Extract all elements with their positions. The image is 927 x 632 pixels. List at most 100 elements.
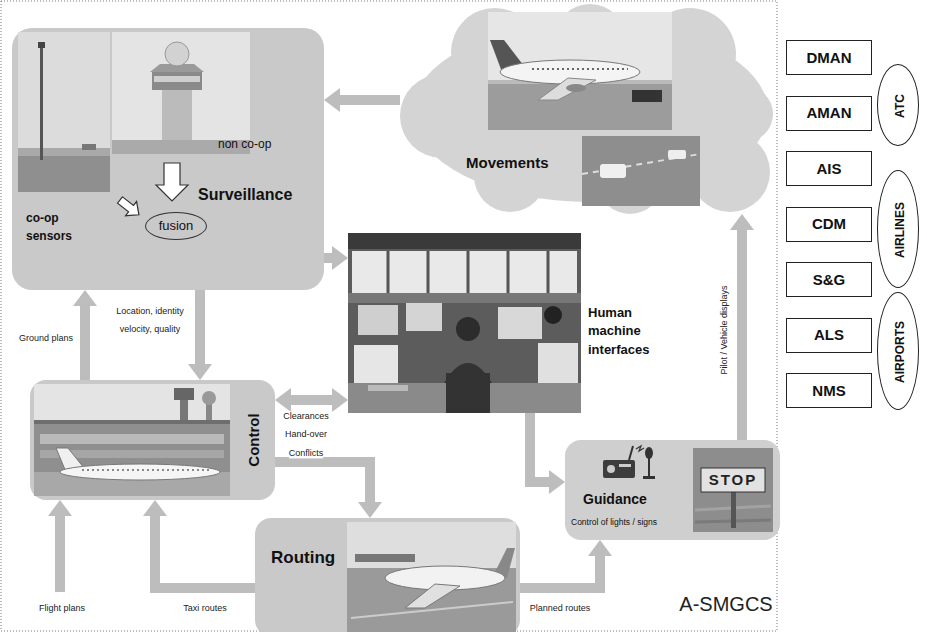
arrow-shaft xyxy=(737,230,747,440)
node-text: ATC xyxy=(893,94,907,118)
movements-cloud-art-part xyxy=(488,82,672,130)
node-text-holder: Control xyxy=(245,413,263,466)
surveillance-art-part xyxy=(38,42,45,48)
guidance-art-part xyxy=(607,465,615,473)
control-box: Control xyxy=(30,380,275,500)
flow-arrow xyxy=(324,88,400,112)
input-arrow xyxy=(55,516,65,592)
arrow-head xyxy=(730,214,754,230)
control-art xyxy=(30,380,275,500)
arrow-head xyxy=(143,500,167,516)
surveillance-art-part xyxy=(18,156,110,192)
routing-art-part xyxy=(405,584,460,608)
movements-cloud-art xyxy=(400,4,775,214)
arrow-shaft xyxy=(291,395,332,405)
node-text-holder: DMAN xyxy=(787,41,871,74)
surveillance-art-part xyxy=(114,193,144,222)
control-room-art-part xyxy=(406,303,442,331)
arrow-head xyxy=(332,246,348,270)
control-room-art-part xyxy=(507,251,510,293)
control-room-art xyxy=(348,233,658,413)
movements-cloud-art-part xyxy=(582,136,700,206)
surveillance-art-part xyxy=(152,72,202,90)
node-text-holder: CDM xyxy=(787,208,871,241)
edge-label-holder: Pilot / Vehicle displays xyxy=(713,285,731,374)
node-text: Guidance xyxy=(583,491,647,507)
control-room-art-part xyxy=(498,307,542,339)
input-label-holder: Flight plans xyxy=(39,597,85,615)
control-art-part xyxy=(202,391,216,405)
arrow-head xyxy=(588,540,612,556)
node-text: fusion xyxy=(159,219,194,234)
system-box: AMAN xyxy=(786,96,872,131)
surveillance-art-part xyxy=(82,144,96,150)
edge-label-holder: Planned routes xyxy=(530,597,591,615)
flow-arrow xyxy=(730,214,754,440)
node-text-holder: co-op sensors xyxy=(26,208,88,245)
system-box: DMAN xyxy=(786,40,872,75)
control-art-part xyxy=(174,388,194,400)
movements-cloud-art-part xyxy=(600,164,626,178)
arrow-head xyxy=(188,364,212,380)
control-room-art-part xyxy=(352,251,577,293)
group-ellipse: ATC xyxy=(877,64,919,146)
node-text: non co-op xyxy=(218,137,271,151)
node-text-holder: Control of lights / signs xyxy=(571,511,657,529)
guidance-art-part xyxy=(629,446,633,460)
control-room-art-part xyxy=(456,317,480,341)
system-box: ALS xyxy=(786,318,872,353)
sign-text: STOP xyxy=(709,471,758,488)
node-text-holder: non co-op xyxy=(218,134,271,152)
control-room-art-part xyxy=(348,233,581,413)
control-room-art-part xyxy=(467,251,470,293)
arrow-shaft xyxy=(275,462,370,502)
control-room-art-part xyxy=(446,373,490,413)
node-text: AIS xyxy=(816,160,841,177)
system-box: CDM xyxy=(786,207,872,242)
node-text: co-op sensors xyxy=(26,211,72,243)
movements-cloud-art-part xyxy=(532,68,628,70)
control-room-art-part xyxy=(547,251,550,293)
guidance-art-part xyxy=(693,448,773,532)
node-text-holder: Routing xyxy=(271,548,335,568)
edge-label: Ground plans xyxy=(19,333,73,343)
sign-text-holder: STOP xyxy=(709,471,758,489)
guidance-art-part xyxy=(731,492,736,528)
control-room-art-part xyxy=(358,305,398,335)
movements-cloud-art-part xyxy=(632,90,662,102)
routing-art xyxy=(255,518,520,632)
arrow-shaft xyxy=(155,516,255,588)
fusion-ellipse: fusion xyxy=(145,212,207,240)
node-text: ALS xyxy=(814,326,844,343)
edge-label-holder: Ground plans xyxy=(19,327,73,345)
node-text-holder: S&G xyxy=(787,263,871,296)
control-art-part xyxy=(34,384,230,496)
flow-arrow xyxy=(188,290,212,380)
movements-cloud: Movements xyxy=(400,4,775,214)
control-room-art-part xyxy=(368,385,408,391)
control-art-part xyxy=(40,434,224,444)
node-text: CDM xyxy=(812,215,846,232)
node-text-holder: ALS xyxy=(787,319,871,352)
arrow-head xyxy=(358,502,382,518)
movements-cloud-art-part xyxy=(488,12,672,130)
guidance-art-part xyxy=(643,476,655,479)
input-label: Flight plans xyxy=(39,603,85,613)
edge-label: Taxi routes xyxy=(183,603,227,613)
flow-arrow xyxy=(275,462,382,518)
control-art-part xyxy=(30,380,275,500)
guidance-art-part xyxy=(619,464,631,467)
node-text-holder: AMAN xyxy=(787,97,871,130)
guidance-art-part xyxy=(701,468,765,492)
guidance-art-part xyxy=(645,447,653,459)
movements-cloud-art-part xyxy=(400,4,773,214)
node-text: Movements xyxy=(466,154,549,171)
arrow-head xyxy=(324,88,340,112)
system-title-holder: A-SMGCS xyxy=(679,593,772,616)
movements-cloud-art-part xyxy=(690,132,770,212)
node-text: S&G xyxy=(813,271,846,288)
system-box: S&G xyxy=(786,262,872,297)
input-arrow-head xyxy=(48,500,72,516)
routing-art-part xyxy=(255,518,520,632)
